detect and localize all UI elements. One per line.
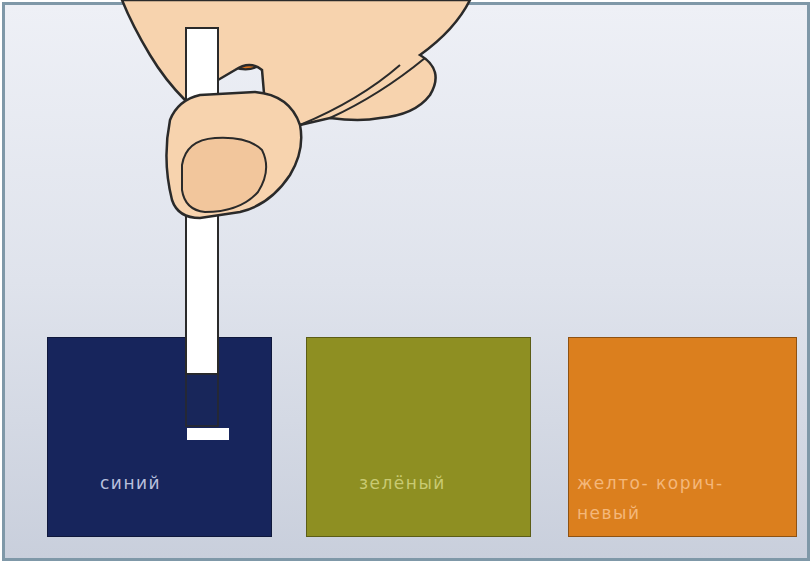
color-name: синий [100,468,260,498]
color-name: желто- корич- невый [577,468,789,528]
color-sample-box: желто- корич- невый [568,337,797,537]
thumbnail [182,138,266,212]
strip-wet-part [186,374,218,426]
thumb [166,92,301,218]
color-name: зелёный [359,468,519,498]
finger-line [300,65,400,125]
color-sample-box: зелёный [306,337,531,537]
color-sample-box: синий [47,337,272,537]
finger-line [330,58,425,118]
strip-indicator [187,428,229,440]
